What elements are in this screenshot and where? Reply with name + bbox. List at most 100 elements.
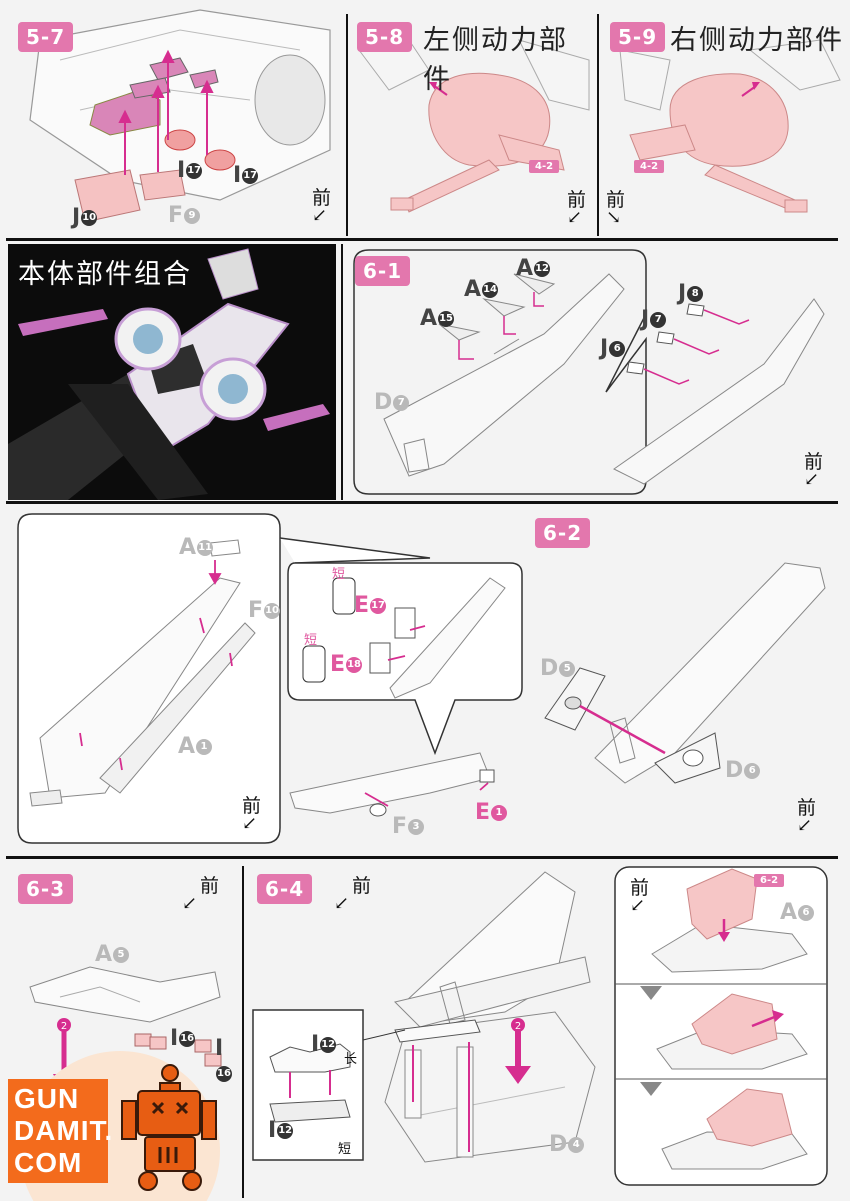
step-6-3-number: 6-3 [26, 877, 66, 901]
step-5-8-title: 左侧动力部件 [423, 25, 568, 95]
part-letter: I [268, 1118, 277, 1143]
divider-vertical [597, 14, 599, 236]
down-arrow-icon [640, 1082, 662, 1096]
part-letter: I [215, 1036, 224, 1061]
part-letter: A [516, 256, 534, 281]
part-letter: A [464, 277, 482, 302]
step-5-9-title: 右侧动力部件 [670, 25, 844, 56]
logo-line: GUN [14, 1083, 80, 1114]
front-direction-indicator: 前↙ [797, 798, 816, 836]
front-label: 前 [200, 875, 220, 897]
part-number: 17 [370, 598, 387, 614]
part-letter: A [420, 306, 438, 331]
svg-text:2: 2 [515, 1021, 521, 1032]
front-label: 前 [242, 795, 262, 817]
step-6-1-number: 6-1 [363, 259, 403, 283]
part-number: 12 [277, 1123, 294, 1139]
arrow-down-right-icon: ↘ [606, 207, 622, 228]
detail-callout-illustration [614, 866, 828, 1186]
step-6-2-badge: 6-2 [535, 518, 591, 548]
divider-vertical [242, 866, 244, 1198]
part-number: 7 [393, 395, 410, 411]
part-letter: F [168, 203, 184, 228]
logo-text: GUN DAMIT. COM [14, 1083, 113, 1179]
part-letter: D [540, 656, 559, 681]
logo-line: COM [14, 1147, 83, 1178]
step-5-7-badge: 5-7 [18, 22, 74, 52]
part-letter: I [170, 1026, 179, 1051]
step-5-7-illustration [29, 9, 331, 223]
divider-horizontal [6, 501, 838, 504]
part-letter: E [354, 593, 370, 618]
step-5-8-number: 5-8 [365, 25, 405, 49]
part-number: 8 [687, 286, 704, 302]
assembly-title: 本体部件组合 [18, 259, 192, 290]
part-number: 12 [534, 261, 551, 277]
part-letter: A [179, 535, 197, 560]
step-6-3-badge: 6-3 [18, 874, 74, 904]
part-number: 1 [196, 739, 213, 755]
part-letter: D [374, 390, 393, 415]
arrow-down-left-icon: ↙ [334, 893, 350, 914]
part-letter: D [549, 1132, 568, 1157]
front-direction-indicator: 前↙ [567, 190, 586, 228]
gundamit-logo-graphic [8, 1051, 220, 1201]
divider-vertical [341, 244, 343, 500]
front-direction-indicator: 前↙ [630, 878, 649, 916]
divider-horizontal [6, 238, 838, 241]
part-letter: I [177, 158, 186, 183]
divider-vertical [346, 14, 348, 236]
short-note: 短 [304, 633, 318, 648]
callout-bubble-outline [353, 249, 825, 495]
arrow-down-left-icon: ↙ [182, 893, 198, 914]
part-number: 3 [408, 819, 425, 835]
front-label: 前 [630, 877, 650, 899]
part-letter: J [678, 281, 687, 306]
step-6-1-badge: 6-1 [355, 256, 411, 286]
part-label-i16-b: I 16 [215, 1036, 240, 1086]
part-number: 6 [744, 763, 761, 779]
short-note: 短 [338, 1142, 352, 1157]
step-5-8-illustration [358, 39, 590, 213]
step-5-9-panel: 5-9 右侧动力部件 4-2 前↘ [600, 0, 850, 238]
divider-horizontal [6, 856, 838, 859]
part-number: 9 [184, 208, 201, 224]
part-number: 6 [609, 341, 626, 357]
step-5-9-illustration [619, 39, 841, 213]
part-letter: I [233, 163, 242, 188]
part-number: 11 [197, 540, 214, 556]
assembly-render-illustration [8, 248, 330, 500]
part-number: 12 [320, 1037, 337, 1053]
part-number: 16 [216, 1066, 232, 1082]
front-direction-indicator: 前↘ [606, 190, 625, 228]
front-label: 前 [804, 451, 824, 473]
part-number: 14 [482, 282, 499, 298]
part-number: 5 [559, 661, 576, 677]
part-letter: J [600, 336, 609, 361]
callout-bubbles-illustration [17, 513, 523, 844]
part-letter: J [72, 205, 81, 230]
part-number: 4 [568, 1137, 585, 1153]
logo-line: DAMIT. [14, 1115, 114, 1146]
arrow-down-left-icon: ↙ [804, 469, 820, 490]
part-letter: F [392, 814, 408, 839]
front-direction-indicator: 前↙ [182, 875, 220, 914]
